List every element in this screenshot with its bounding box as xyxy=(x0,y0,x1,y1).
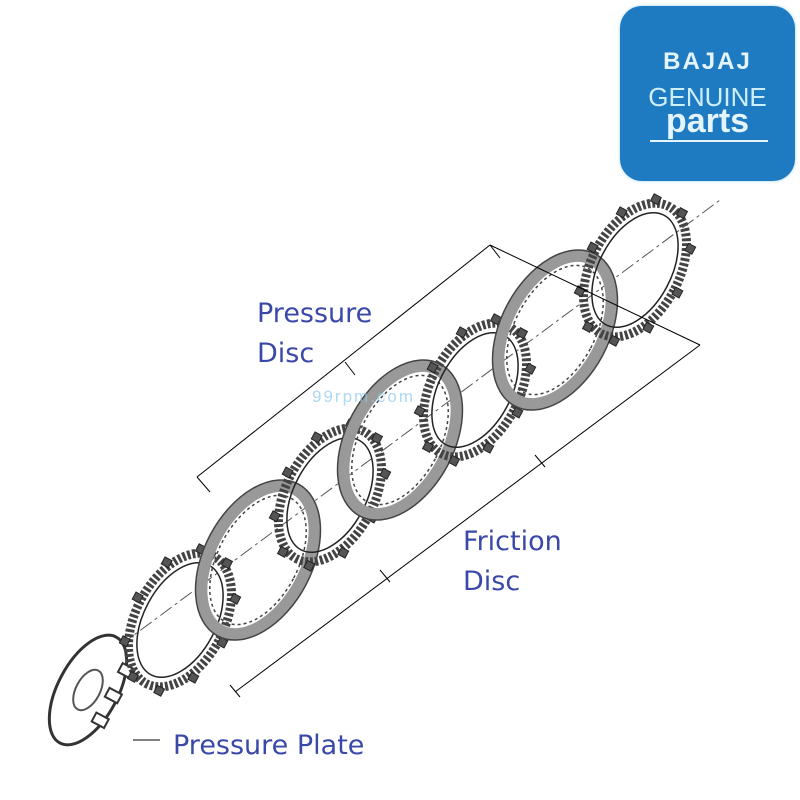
bracket-tick xyxy=(196,476,211,493)
logo-underline xyxy=(650,140,768,142)
bracket-tick xyxy=(379,569,391,583)
pressure-disc-6 xyxy=(491,249,619,411)
watermark: 99rpm.com xyxy=(312,387,416,406)
friction-disc-bracket xyxy=(234,344,701,693)
logo-line1: GENUINE xyxy=(648,82,767,112)
bracket-tick xyxy=(534,454,546,468)
friction-disc-label: Friction Disc xyxy=(463,526,562,597)
friction-disc-3 xyxy=(268,418,392,572)
bracket-tick xyxy=(344,361,356,376)
pressure-disc-bracket xyxy=(196,244,491,478)
pressure-disc-label: Pressure Disc xyxy=(257,298,373,369)
friction-disc-7 xyxy=(573,193,697,347)
friction-disc-5 xyxy=(413,313,537,467)
logo-brand: BAJAJ xyxy=(663,48,752,75)
pressure-plate-label: Pressure Plate xyxy=(173,730,365,761)
center-axis-line xyxy=(59,199,721,691)
bracket-tick xyxy=(229,684,241,698)
logo-line2: parts xyxy=(665,102,750,140)
bajaj-genuine-parts-logo: BAJAJ GENUINE parts xyxy=(620,6,795,181)
pressure-disc-2 xyxy=(194,479,322,641)
pressure-disc-bracket-right xyxy=(489,244,701,346)
bracket-tick xyxy=(489,244,501,259)
